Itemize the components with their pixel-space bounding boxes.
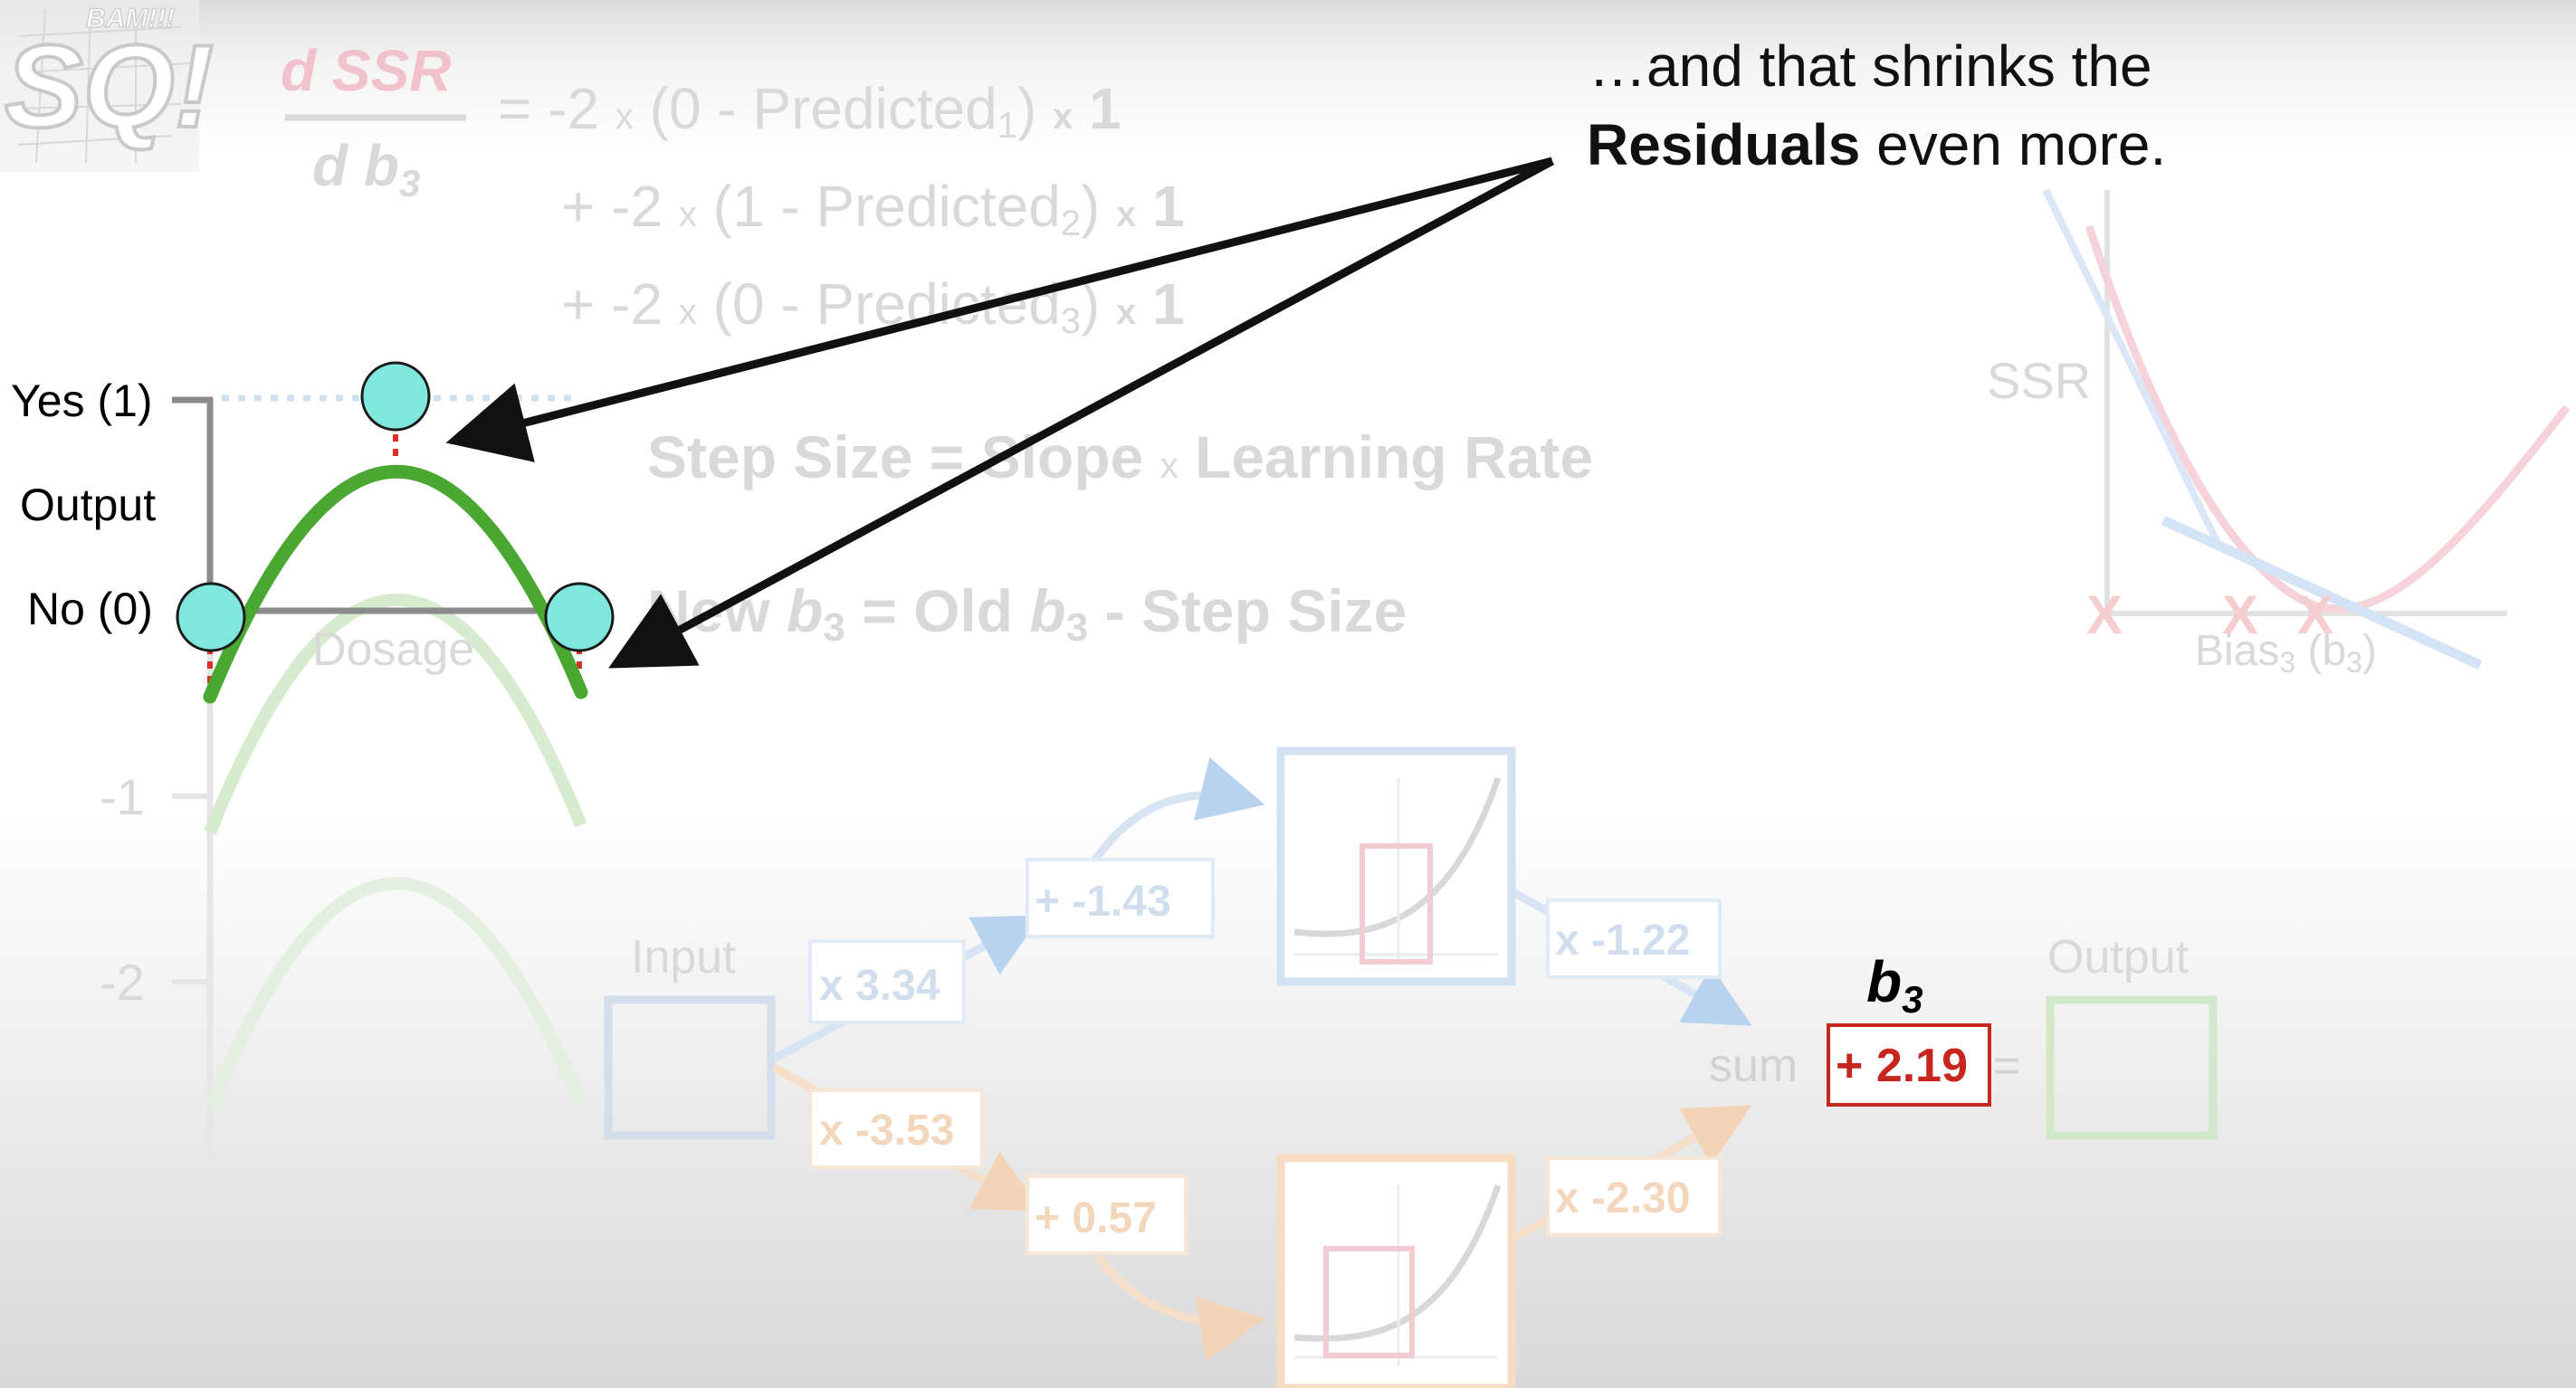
w-bottom-label: x -3.53 (819, 1107, 954, 1155)
logo: SQ! BAM!!! (0, 0, 215, 172)
w-top-label: x 3.34 (819, 962, 940, 1010)
ssr-marker-1: X (2086, 585, 2123, 645)
output-node-label: Output (2047, 931, 2190, 984)
w-top-box (808, 939, 966, 1024)
svg-text:+ -2 x (0 - Predicted3) x 1: + -2 x (0 - Predicted3) x 1 (561, 271, 1185, 341)
neural-network: Input x 3.34 x -3.53 + -1.43 + 0.57 x -1… (604, 746, 2218, 1388)
conn-bias-bottom (1091, 1246, 1265, 1362)
derivative-term-3: + -2 x (0 - Predicted3) x 1 (561, 271, 1185, 341)
annotation-line-1: …and that shrinks the (1589, 33, 2152, 99)
w-out-top-box (1546, 898, 1722, 979)
b-top-label: + -1.43 (1035, 878, 1171, 926)
data-point-1 (176, 582, 246, 652)
ssr-axis-label: SSR (1987, 352, 2091, 409)
equals-sign: = (1993, 1040, 2020, 1092)
ssr-marker-3: X (2297, 585, 2333, 645)
b3-value-box (1827, 1023, 1991, 1107)
data-point-2 (360, 361, 431, 432)
w-out-bottom-label: x -2.30 (1555, 1174, 1690, 1222)
faded-curve-lower (204, 877, 587, 1111)
arrow-to-top-point (445, 157, 1554, 462)
current-curve (203, 464, 588, 704)
tick-label-minus2: -2 (100, 954, 145, 1011)
ssr-plot: SSR X X X Bias3 (b3) (1987, 188, 2571, 679)
derivative-denominator: d b3 (312, 133, 420, 204)
annotation-line-2: Residuals even more. (1587, 112, 2166, 177)
tick-label-minus1: -1 (100, 768, 145, 825)
yes-label: Yes (1) (11, 376, 153, 426)
faded-curve-middle (204, 594, 587, 835)
ssr-x-axis-label: Bias3 (b3) (2195, 627, 2377, 679)
conn-bias-top (1092, 756, 1265, 862)
sum-label: sum (1709, 1040, 1798, 1092)
ssr-curve (2085, 224, 2571, 613)
w-out-top-label: x -1.22 (1555, 917, 1690, 965)
ssr-marker-2: X (2222, 585, 2258, 645)
hidden-node-top-window (1360, 843, 1433, 965)
derivative-term-1: = -2 x (0 - Predicted1) x 1 (498, 76, 1121, 146)
tangent-line-2 (2161, 515, 2483, 670)
b3-value: + 2.19 (1836, 1040, 1968, 1092)
hidden-node-top (1276, 746, 1516, 986)
b3-label: b3 (1866, 949, 1922, 1021)
arrow-to-right-point (608, 157, 1555, 669)
tangent-line-1 (2042, 188, 2221, 545)
svg-text:Step Size = Slope x Learning R: Step Size = Slope x Learning Rate (647, 423, 1593, 490)
input-node (604, 995, 776, 1140)
output-graph: -1 -2 Yes (1) Output No (0) Dosage (11, 361, 615, 1158)
derivative-term-2: + -2 x (1 - Predicted2) x 1 (561, 174, 1185, 243)
svg-text:= -2 x (0 - Predicted1) x 1: = -2 x (0 - Predicted1) x 1 (498, 76, 1121, 146)
derivative-equation: d SSR d b3 = -2 x (0 - Predicted1) x 1 +… (281, 38, 1185, 341)
annotation: …and that shrinks the Residuals even mor… (1587, 33, 2166, 177)
w-bottom-box (808, 1089, 984, 1169)
derivative-numerator: d SSR (281, 38, 451, 103)
no-label: No (0) (27, 584, 153, 634)
logo-mark: SQ! (5, 20, 214, 152)
hidden-node-top-curve (1293, 776, 1502, 937)
w-out-bottom-box (1546, 1156, 1722, 1237)
svg-text:+ -2 x (1 - Predicted2) x 1: + -2 x (1 - Predicted2) x 1 (561, 174, 1185, 243)
x-axis-label: Dosage (312, 623, 474, 676)
input-label: Input (631, 931, 736, 984)
b-top-box (1026, 858, 1215, 938)
output-label: Output (20, 480, 156, 530)
step-size-formula: Step Size = Slope x Learning Rate (647, 423, 1593, 490)
logo-bam: BAM!!! (86, 4, 175, 33)
data-point-3 (544, 582, 615, 652)
hidden-node-bottom-window (1323, 1246, 1415, 1358)
b-bottom-label: + 0.57 (1035, 1194, 1157, 1242)
b-bottom-box (1026, 1174, 1188, 1255)
output-node (2046, 995, 2218, 1140)
hidden-node-bottom (1276, 1154, 1516, 1388)
